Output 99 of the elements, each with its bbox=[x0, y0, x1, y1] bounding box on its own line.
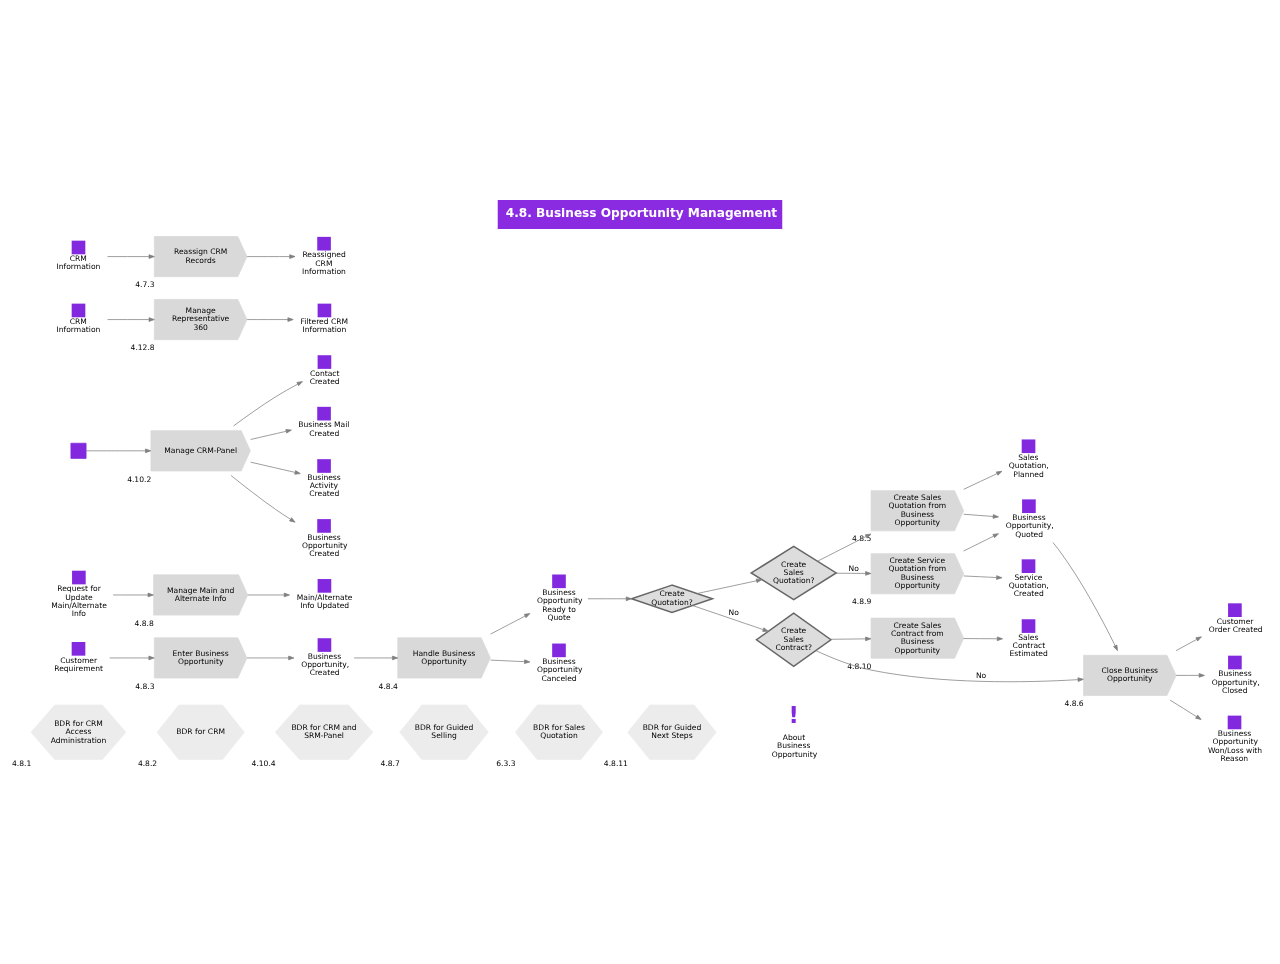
arrow bbox=[692, 604, 769, 632]
node-box bbox=[317, 236, 331, 250]
node-label: 4.8.7 bbox=[380, 758, 400, 768]
node-label: Business Activity Created bbox=[307, 472, 341, 498]
node-box bbox=[317, 637, 332, 652]
node-label: 4.10.2 bbox=[127, 474, 152, 484]
node-box bbox=[1021, 618, 1036, 633]
arrow bbox=[963, 636, 1003, 641]
node-label: 4.8.3 bbox=[135, 681, 155, 691]
arrow bbox=[587, 596, 632, 601]
node-box bbox=[1228, 655, 1242, 669]
node-label: 4.8.2 bbox=[137, 758, 158, 768]
arrow bbox=[1175, 635, 1202, 651]
node-box bbox=[1021, 438, 1036, 453]
arrow bbox=[107, 253, 155, 259]
node-label: Business Opportunity Ready to Quote bbox=[536, 587, 583, 622]
node-label: 4.8.11 bbox=[603, 758, 628, 768]
edge-label: No bbox=[728, 607, 739, 617]
node-box bbox=[1021, 558, 1036, 573]
node-diamond: Create Sales Contract? bbox=[755, 611, 833, 667]
node-label: Business Opportunity, Created bbox=[301, 651, 350, 677]
node-box bbox=[1022, 498, 1036, 513]
node-box bbox=[70, 442, 87, 459]
node-box bbox=[317, 578, 332, 593]
arrow bbox=[85, 448, 152, 453]
arrow bbox=[963, 513, 999, 519]
diagram-title: 4.8. Business Opportunity Management bbox=[505, 205, 778, 220]
node-label: Customer Order Created bbox=[1208, 616, 1263, 634]
node-box bbox=[72, 570, 86, 584]
node-label: Business Mail Created bbox=[298, 419, 350, 438]
node-label: 4.7.3 bbox=[135, 279, 155, 289]
node-box bbox=[317, 518, 331, 533]
edge-label: No bbox=[848, 563, 859, 573]
arrow bbox=[1175, 672, 1205, 678]
arrow bbox=[830, 636, 872, 641]
node-label: 4.8.5 bbox=[851, 533, 872, 543]
arrow bbox=[247, 592, 290, 597]
node-box bbox=[1227, 715, 1242, 729]
arrow bbox=[107, 316, 155, 322]
node-label: 4.8.10 bbox=[847, 661, 872, 671]
node-diamond: Create Quotation? bbox=[629, 583, 715, 613]
node-box bbox=[71, 240, 86, 254]
node-label: 4.12.8 bbox=[130, 342, 155, 352]
node-label: 4.8.9 bbox=[851, 596, 872, 606]
node-label: Business Opportunity Won/Loss with Reason bbox=[1207, 728, 1263, 763]
node-label: Sales Quotation, Planned bbox=[1008, 452, 1049, 479]
arrow bbox=[233, 380, 303, 426]
arrow bbox=[696, 578, 763, 594]
node-box bbox=[317, 458, 331, 473]
node-label: CRM Information bbox=[56, 316, 101, 334]
node-box bbox=[71, 303, 86, 317]
arrow bbox=[250, 428, 292, 440]
arrow bbox=[112, 592, 154, 597]
node-label: Business Opportunity Canceled bbox=[536, 656, 583, 683]
node-box bbox=[71, 641, 86, 656]
node-text: ! About Business Opportunity bbox=[771, 701, 818, 759]
node-label: 6.3.3 bbox=[496, 758, 516, 768]
node-box bbox=[317, 303, 332, 317]
arrow bbox=[109, 655, 155, 660]
node-label: Business Opportunity, Quoted bbox=[1005, 512, 1054, 539]
arrow bbox=[1052, 541, 1118, 651]
node-label: CRM Information bbox=[56, 253, 101, 271]
arrow bbox=[246, 655, 295, 660]
node-label: Reassigned CRM Information bbox=[302, 249, 346, 276]
node-box bbox=[317, 354, 332, 369]
node-label: 4.8.4 bbox=[378, 681, 398, 691]
node-label: Contact Created bbox=[309, 368, 340, 386]
node-label: Customer Requirement bbox=[54, 655, 103, 673]
edge-label: No bbox=[975, 670, 987, 680]
arrow bbox=[246, 316, 294, 322]
node-diamond: Create Sales Quotation? bbox=[749, 545, 838, 600]
node-box bbox=[552, 574, 566, 588]
node-box bbox=[552, 643, 566, 657]
node-label: Sales Contract Estimated bbox=[1009, 632, 1048, 658]
node-label: 4.10.4 bbox=[251, 758, 276, 768]
arrow bbox=[246, 253, 296, 259]
node-label: Main/Alternate Info Updated bbox=[296, 592, 353, 610]
node-label: 4.8.1 bbox=[11, 758, 32, 768]
node-label: Request for Update Main/Alternate Info bbox=[51, 583, 107, 618]
node-label: 4.8.6 bbox=[1064, 698, 1084, 708]
node-box bbox=[317, 406, 331, 420]
node-label: Service Quotation, Created bbox=[1008, 572, 1049, 598]
node-box bbox=[1228, 602, 1242, 617]
node-label: Filtered CRM Information bbox=[300, 316, 349, 334]
arrow bbox=[963, 470, 1003, 490]
arrow bbox=[963, 574, 1003, 580]
arrow bbox=[1169, 699, 1202, 720]
node-label: Business Opportunity Created bbox=[302, 532, 348, 558]
arrow bbox=[817, 533, 872, 561]
node-label: 4.8.8 bbox=[134, 618, 154, 628]
arrow bbox=[250, 461, 301, 475]
arrow bbox=[815, 649, 1084, 682]
arrow bbox=[490, 612, 531, 634]
arrow bbox=[353, 655, 399, 660]
node-label: Business Opportunity, Closed bbox=[1211, 668, 1260, 695]
arrow bbox=[230, 474, 296, 523]
arrow bbox=[490, 658, 531, 664]
arrow bbox=[963, 532, 999, 551]
arrow bbox=[835, 570, 872, 576]
